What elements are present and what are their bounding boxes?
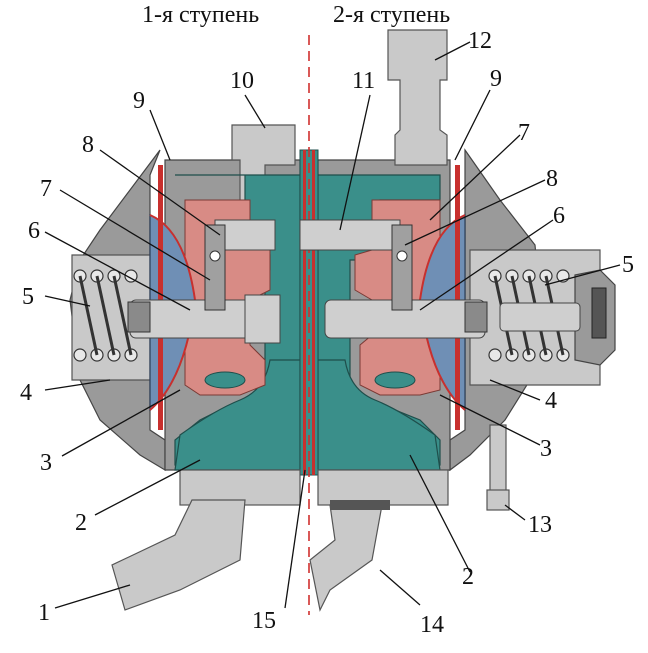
label-10: 10 bbox=[230, 68, 254, 94]
divider-15 bbox=[299, 35, 319, 615]
label-4-left: 4 bbox=[20, 380, 32, 406]
stems bbox=[127, 219, 581, 344]
label-1: 1 bbox=[38, 600, 50, 626]
label-9-left: 9 bbox=[133, 88, 145, 114]
label-7-left: 7 bbox=[40, 176, 52, 202]
stage1-header: 1-я ступень bbox=[142, 2, 260, 28]
bottom-pipes bbox=[111, 469, 449, 612]
label-13: 13 bbox=[528, 512, 552, 538]
label-8-right: 8 bbox=[546, 166, 558, 192]
label-14: 14 bbox=[420, 612, 444, 638]
label-7-right: 7 bbox=[518, 120, 530, 146]
label-4-right: 4 bbox=[545, 388, 557, 414]
label-12: 12 bbox=[468, 28, 492, 54]
label-8-left: 8 bbox=[82, 132, 94, 158]
left-spring bbox=[73, 269, 138, 362]
label-15: 15 bbox=[252, 608, 276, 634]
label-11: 11 bbox=[352, 68, 375, 94]
label-5-right: 5 bbox=[622, 252, 634, 278]
part-labels: 1 2 2 3 3 4 4 5 5 6 6 7 7 8 8 9 9 10 11 … bbox=[20, 28, 634, 638]
label-6-right: 6 bbox=[553, 203, 565, 229]
leader-lines bbox=[44, 41, 621, 609]
label-5-left: 5 bbox=[22, 284, 34, 310]
label-9-right: 9 bbox=[490, 66, 502, 92]
stage2-header: 2-я ступень bbox=[333, 2, 451, 28]
label-6-left: 6 bbox=[28, 218, 40, 244]
label-2-right: 2 bbox=[462, 564, 474, 590]
label-2-left: 2 bbox=[75, 510, 87, 536]
label-3-left: 3 bbox=[40, 450, 52, 476]
label-3-right: 3 bbox=[540, 436, 552, 462]
